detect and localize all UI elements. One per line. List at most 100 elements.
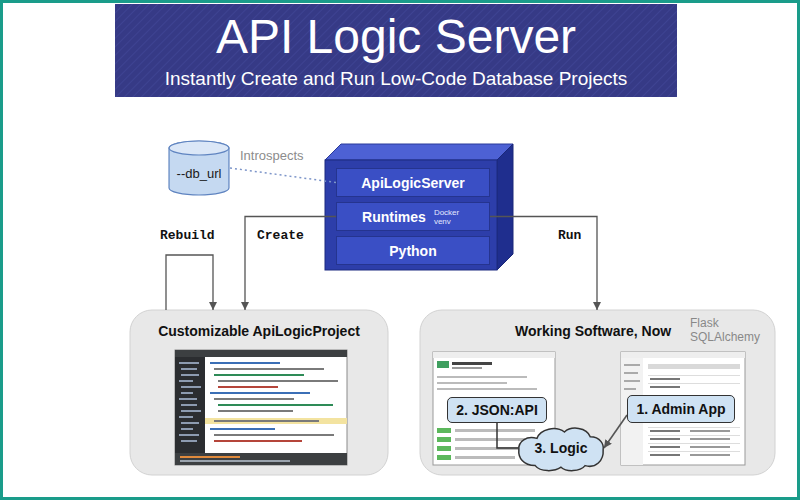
api-screenshot-part bbox=[452, 367, 482, 369]
editor-screenshot-part bbox=[175, 350, 347, 465]
node-label: 1. Admin App bbox=[636, 401, 725, 417]
edge-label: Run bbox=[558, 228, 581, 243]
cylinder-top bbox=[169, 141, 229, 155]
admin-screenshot-part bbox=[690, 454, 730, 456]
api-screenshot-part bbox=[437, 361, 449, 368]
editor-screenshot-part bbox=[175, 453, 347, 465]
connectors bbox=[166, 168, 627, 448]
admin-screenshot-part bbox=[624, 380, 640, 382]
editor-screenshot-part bbox=[205, 418, 347, 424]
editor-screenshot-part-part bbox=[181, 440, 197, 442]
admin-screenshot-part bbox=[621, 352, 745, 358]
admin-screenshot-part bbox=[650, 446, 680, 448]
editor-screenshot-part-part bbox=[181, 410, 201, 412]
cloud-body bbox=[519, 428, 603, 470]
admin-screenshot-part bbox=[650, 378, 680, 380]
node-note: Docker venv bbox=[434, 208, 464, 226]
editor-screenshot-part-part bbox=[179, 362, 199, 364]
edge-label-box: Create bbox=[257, 228, 304, 243]
editor-screenshot-part-part bbox=[179, 380, 193, 382]
node-label: ApiLogicServer bbox=[361, 175, 464, 191]
editor-screenshot-part bbox=[175, 350, 347, 357]
edge-label-box: Rebuild bbox=[160, 228, 215, 243]
connector bbox=[497, 423, 518, 448]
editor-screenshot-part bbox=[179, 362, 201, 442]
api-screenshot-part bbox=[455, 456, 515, 459]
admin-screenshot-part bbox=[624, 388, 636, 390]
layer-bar: Runtimes Docker venv bbox=[336, 202, 490, 231]
editor-screenshot-part bbox=[175, 357, 205, 453]
banner-text-box: API Logic ServerInstantly Create and Run… bbox=[115, 4, 677, 97]
cube-front bbox=[325, 160, 497, 270]
connector bbox=[230, 168, 336, 183]
edge-label: Rebuild bbox=[160, 228, 215, 243]
api-screenshot-part bbox=[437, 388, 537, 390]
panel-outline bbox=[130, 310, 388, 475]
editor-screenshot-part-part bbox=[181, 386, 201, 388]
admin-screenshot-part bbox=[648, 435, 740, 436]
api-screenshot-part bbox=[437, 382, 507, 384]
admin-screenshot-part bbox=[690, 446, 730, 448]
editor-screenshot-part bbox=[210, 428, 275, 430]
editor-screenshot-part bbox=[214, 434, 334, 436]
project-panel: Customizable ApiLogicProject bbox=[130, 310, 388, 475]
diagram-title: API Logic Server bbox=[216, 10, 576, 64]
editor-screenshot-part-part bbox=[181, 422, 199, 424]
editor-screenshot-part-part bbox=[181, 404, 197, 406]
api-screenshot-part bbox=[452, 362, 492, 365]
admin-screenshot-part bbox=[650, 386, 680, 388]
node-note: Flask SQLAlchemy bbox=[690, 316, 768, 344]
panel-fills bbox=[130, 310, 775, 475]
database-cylinder: --db_url bbox=[168, 140, 230, 196]
admin-screenshot-part bbox=[648, 375, 740, 376]
editor-screenshot-part bbox=[218, 386, 278, 388]
editor-screenshot-part bbox=[180, 460, 290, 462]
api-screenshot-part bbox=[437, 455, 451, 460]
subtitle: Instantly Create and Run Low-Code Databa… bbox=[165, 68, 628, 90]
admin-screenshot-part bbox=[624, 364, 640, 366]
node-label: 2. JSON:API bbox=[456, 402, 538, 418]
editor-screenshot-part bbox=[218, 410, 293, 412]
node-label: --db_url bbox=[177, 166, 222, 181]
editor-screenshot-part-part bbox=[179, 434, 199, 436]
software-panel: Working Software, Now Flask SQLAlchemy 2. … bbox=[420, 310, 775, 475]
editor-screenshot-part bbox=[214, 374, 304, 376]
admin-screenshot-part bbox=[648, 443, 740, 444]
connector bbox=[604, 415, 627, 448]
admin-screenshot-part bbox=[648, 364, 740, 369]
editor-screenshot-part bbox=[218, 404, 333, 406]
edge-label-box: Run bbox=[558, 228, 581, 243]
node-label: Runtimes bbox=[362, 209, 426, 225]
logic-cloud: 3. Logic bbox=[518, 424, 604, 472]
node-label: 3. Logic bbox=[535, 440, 588, 456]
edge-label-box: Introspects bbox=[240, 148, 304, 163]
admin-screenshot-part bbox=[690, 430, 730, 432]
node-label: Customizable ApiLogicProject bbox=[158, 322, 360, 340]
api-screenshot-part bbox=[433, 352, 555, 358]
editor-screenshot-part bbox=[210, 392, 310, 394]
connector bbox=[490, 217, 597, 311]
node-label: Working Software, Now bbox=[515, 322, 671, 340]
editor-screenshot-part bbox=[214, 440, 302, 442]
editor-screenshot-part bbox=[214, 368, 324, 370]
callout-box: 2. JSON:API bbox=[447, 397, 547, 423]
panel-outline bbox=[420, 310, 775, 475]
admin-screenshot-part bbox=[650, 454, 680, 456]
edge-label: Introspects bbox=[240, 148, 304, 163]
admin-screenshot-part bbox=[648, 427, 740, 428]
editor-screenshot-part bbox=[214, 420, 319, 422]
editor-screenshot-part-part bbox=[181, 368, 197, 370]
editor-screenshot bbox=[175, 350, 347, 465]
admin-screenshot bbox=[621, 352, 745, 465]
connector bbox=[166, 255, 213, 310]
editor-screenshot-part-part bbox=[181, 428, 193, 430]
layer-bar: ApiLogicServer bbox=[336, 168, 490, 197]
node-label: Python bbox=[389, 243, 436, 259]
cube-top bbox=[325, 144, 513, 160]
api-screenshot-part bbox=[455, 429, 535, 432]
cube-side bbox=[497, 144, 513, 270]
api-screenshot-part bbox=[455, 438, 525, 441]
admin-screenshot-part bbox=[648, 451, 740, 452]
